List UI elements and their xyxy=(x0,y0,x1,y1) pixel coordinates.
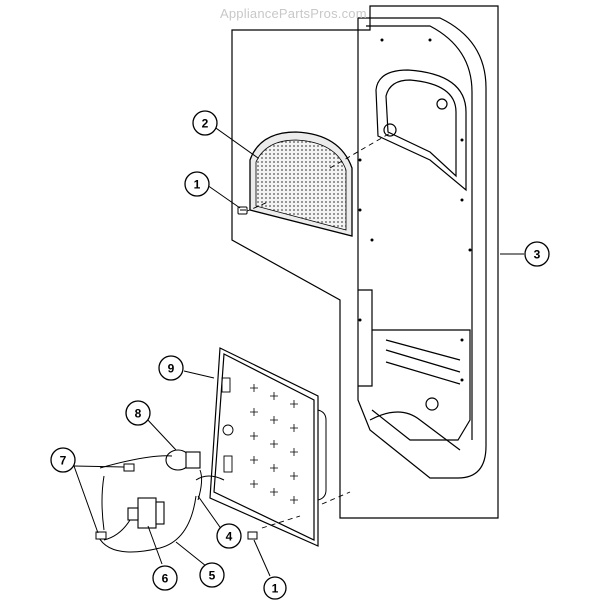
svg-text:6: 6 xyxy=(162,572,169,586)
callout-5: 5 xyxy=(199,562,225,588)
watermark: AppliancePartsPros.com xyxy=(220,6,367,21)
callout-2: 2 xyxy=(192,110,218,136)
svg-text:3: 3 xyxy=(534,248,541,262)
svg-text:1: 1 xyxy=(194,178,201,192)
rear-panel-outline xyxy=(231,5,499,519)
thermal-fuse xyxy=(127,497,165,529)
callout-1-lower: 1 xyxy=(263,576,287,600)
callout-8: 8 xyxy=(125,400,151,426)
duct-housing xyxy=(357,17,487,479)
screw-upper xyxy=(237,206,248,215)
svg-text:8: 8 xyxy=(135,407,142,421)
callout-7: 7 xyxy=(50,447,76,473)
svg-text:1: 1 xyxy=(272,582,279,596)
wire-harness xyxy=(97,455,225,553)
screw-lower xyxy=(247,531,258,540)
callout-4: 4 xyxy=(216,523,242,549)
svg-text:9: 9 xyxy=(168,362,175,376)
lint-screen xyxy=(249,131,353,237)
callout-1-upper: 1 xyxy=(184,171,210,197)
svg-text:2: 2 xyxy=(202,117,209,131)
leader-lines xyxy=(73,125,524,577)
callout-3: 3 xyxy=(524,241,550,267)
callout-6: 6 xyxy=(152,565,178,591)
alignment-lines xyxy=(244,131,393,529)
control-bracket xyxy=(209,347,327,547)
thermostat xyxy=(165,449,201,471)
svg-text:4: 4 xyxy=(226,530,233,544)
svg-text:5: 5 xyxy=(209,569,216,583)
callout-9: 9 xyxy=(158,355,184,381)
screw-part-7-lower xyxy=(95,531,107,540)
screw-part-7-upper xyxy=(123,463,135,472)
svg-text:7: 7 xyxy=(60,454,67,468)
